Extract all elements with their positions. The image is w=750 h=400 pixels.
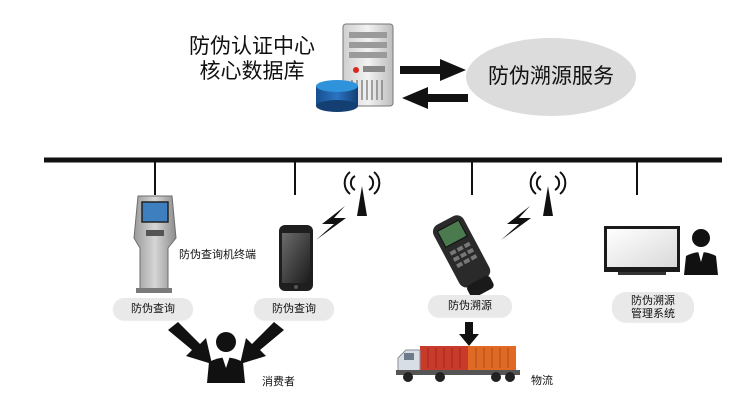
- smartphone-icon: [279, 225, 313, 291]
- kiosk-query-badge: 防伪查询: [113, 298, 193, 320]
- bus-line: [44, 157, 722, 195]
- phone-query-label: 防伪查询: [272, 302, 316, 315]
- signal-tower-icon: [529, 171, 567, 216]
- database-icon: [316, 80, 358, 112]
- arrow-to-consumer-icon: [168, 322, 212, 364]
- management-system-badge: 防伪溯源 管理系统: [612, 292, 694, 322]
- scanner-trace-badge: 防伪溯源: [428, 295, 512, 317]
- core-database-title: 防伪认证中心 核心数据库: [178, 34, 326, 84]
- consumer-person-icon: [207, 332, 245, 383]
- admin-person-icon: [684, 229, 718, 275]
- kiosk-device-label: 防伪查询机终端: [179, 248, 256, 261]
- kiosk-query-label: 防伪查询: [131, 302, 175, 315]
- phone-query-badge: 防伪查询: [254, 298, 334, 320]
- kiosk-terminal-icon: [133, 195, 177, 293]
- arrow-down-icon: [459, 322, 479, 346]
- management-system-line1: 防伪溯源: [631, 294, 675, 307]
- core-title-line1: 防伪认证中心: [189, 34, 315, 58]
- core-title-line2: 核心数据库: [199, 59, 305, 83]
- management-system-line2: 管理系统: [631, 307, 675, 320]
- traceability-service-label: 防伪溯源服务: [488, 64, 614, 88]
- traceability-service-node: [466, 38, 636, 116]
- scanner-trace-label: 防伪溯源: [448, 299, 492, 312]
- lightning-icon: [316, 206, 346, 240]
- truck-icon: [396, 346, 520, 382]
- exchange-arrows-icon: [400, 59, 468, 109]
- lightning-icon: [501, 206, 531, 240]
- signal-tower-icon: [343, 171, 381, 216]
- consumer-label: 消费者: [262, 375, 295, 388]
- handheld-scanner-icon: [432, 215, 494, 298]
- logistics-label: 物流: [531, 374, 553, 387]
- monitor-icon: [604, 226, 680, 275]
- arrow-to-consumer-icon: [240, 322, 284, 364]
